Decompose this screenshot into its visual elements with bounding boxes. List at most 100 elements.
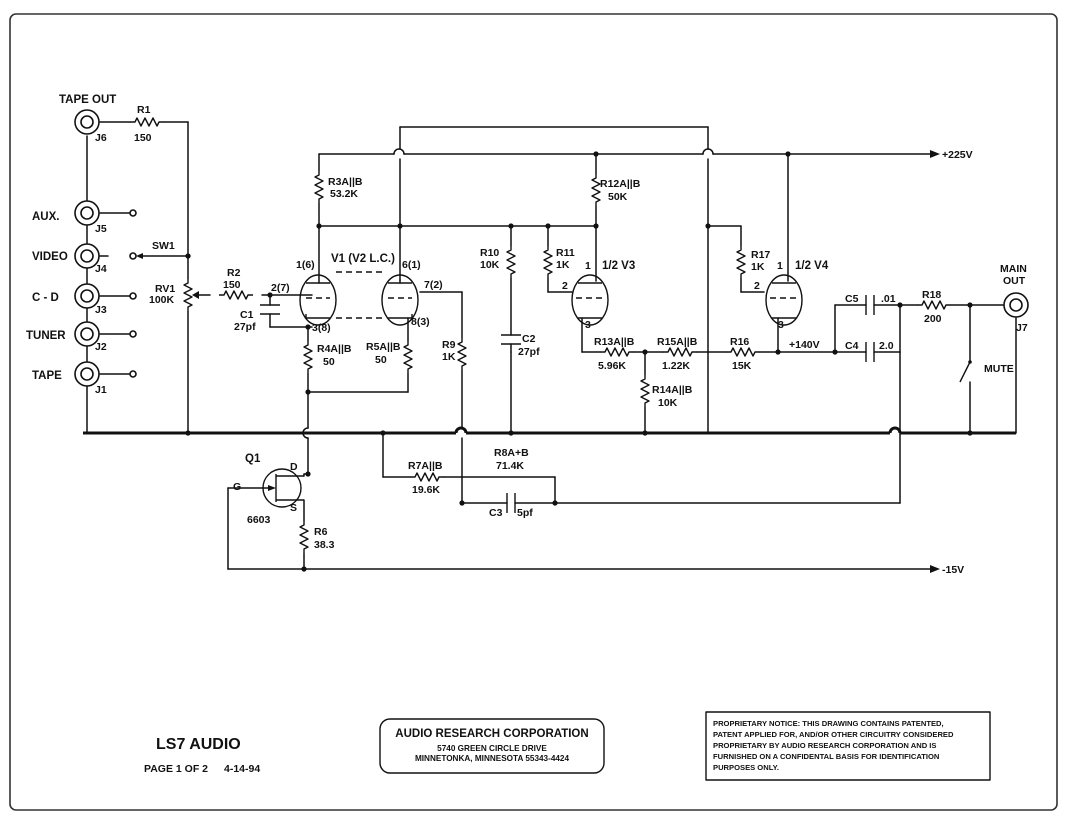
label-r2: R2 <box>227 267 241 279</box>
capacitor-c1 <box>260 304 280 315</box>
value-r16: 15K <box>732 360 752 372</box>
resistor-r6 <box>299 519 309 555</box>
label-q1-s: S <box>290 502 297 514</box>
value-r1: 150 <box>134 132 152 144</box>
resistor-r18 <box>916 300 952 310</box>
label-r12: R12A||B <box>600 178 641 190</box>
capacitor-c3 <box>506 493 516 513</box>
label-c5: C5 <box>845 293 859 305</box>
label-c3: C3 <box>489 507 503 519</box>
label-aux: AUX. <box>32 211 59 223</box>
company-address-2: MINNETONKA, MINNESOTA 55343-4424 <box>415 754 570 763</box>
junction-dots <box>185 151 973 572</box>
jack-j3 <box>74 283 100 309</box>
label-r4: R4A||B <box>317 343 352 355</box>
jack-j6 <box>74 109 100 135</box>
label-r13: R13A||B <box>594 336 635 348</box>
label-j7: J7 <box>1016 322 1028 334</box>
value-r7: 19.6K <box>412 484 440 496</box>
resistor-r9 <box>457 336 467 372</box>
resistor-r10 <box>506 244 516 280</box>
value-rv1: 100K <box>149 294 175 306</box>
drawing-border <box>9 13 1058 811</box>
resistor-r12 <box>591 172 601 208</box>
tube-v4 <box>765 274 803 326</box>
value-r9: 1K <box>442 351 456 363</box>
label-c2: C2 <box>522 333 536 345</box>
tube-v1a <box>299 274 337 326</box>
value-r12: 50K <box>608 191 628 203</box>
resistor-r16 <box>725 347 761 357</box>
label-j3: J3 <box>95 304 107 316</box>
label-j1: J1 <box>95 384 107 396</box>
label-mute: MUTE <box>984 363 1014 375</box>
value-r13: 5.96K <box>598 360 626 372</box>
label-j6: J6 <box>95 132 107 144</box>
pin-v3-plate: 1 <box>585 260 591 272</box>
jack-j7 <box>1003 292 1029 318</box>
label-c4: C4 <box>845 340 859 352</box>
value-r4: 50 <box>323 356 335 368</box>
label-v4: 1/2 V4 <box>795 260 829 272</box>
value-r5: 50 <box>375 354 387 366</box>
label-r1: R1 <box>137 104 151 116</box>
notice-line: PATENT APPLIED FOR, AND/OR OTHER CIRCUIT… <box>713 730 954 739</box>
value-r8: 71.4K <box>496 460 524 472</box>
value-r17: 1K <box>751 261 765 273</box>
label-r8: R8A+B <box>494 447 529 459</box>
label-neg15v: -15V <box>942 564 964 576</box>
resistor-r7 <box>409 472 445 482</box>
value-c2: 27pf <box>518 346 540 358</box>
notice-line: PURPOSES ONLY. <box>713 763 779 772</box>
label-r5: R5A||B <box>366 341 401 353</box>
resistor-r1 <box>129 117 165 127</box>
label-r7: R7A||B <box>408 460 443 472</box>
label-q1-d: D <box>290 461 298 473</box>
pin-v1-grid-b: 7(2) <box>424 279 443 291</box>
value-r18: 200 <box>924 313 942 325</box>
label-tuner: TUNER <box>26 330 66 342</box>
pin-v4-grid: 2 <box>754 280 760 292</box>
drawing-date: 4-14-94 <box>224 763 260 775</box>
pin-v3-grid: 2 <box>562 280 568 292</box>
notice-line: PROPRIETARY BY AUDIO RESEARCH CORPORATIO… <box>713 741 936 750</box>
label-j2: J2 <box>95 341 107 353</box>
label-q1: Q1 <box>245 453 261 465</box>
label-out: OUT <box>1003 275 1026 287</box>
page-number: PAGE 1 OF 2 <box>144 763 208 775</box>
label-v3: 1/2 V3 <box>602 260 635 272</box>
resistor-r13 <box>599 347 635 357</box>
company-name: AUDIO RESEARCH CORPORATION <box>395 728 588 740</box>
resistor-r3 <box>314 169 324 205</box>
value-r11: 1K <box>556 259 570 271</box>
drawing-title: LS7 AUDIO <box>156 736 241 753</box>
resistor-r15 <box>662 347 698 357</box>
notice-line: FURNISHED ON A CONFIDENTAL BASIS FOR IDE… <box>713 752 939 761</box>
value-r14: 10K <box>658 397 678 409</box>
label-r18: R18 <box>922 289 941 301</box>
potentiometer-rv1 <box>183 277 199 313</box>
label-r10: R10 <box>480 247 499 259</box>
value-r2: 150 <box>223 279 241 291</box>
pin-v1-cath-a: 3(8) <box>312 322 331 334</box>
value-r6: 38.3 <box>314 539 335 551</box>
label-r17: R17 <box>751 249 770 261</box>
label-225v: +225V <box>942 149 973 161</box>
label-r14: R14A||B <box>652 384 693 396</box>
jack-j2 <box>74 321 100 347</box>
label-tape: TAPE <box>32 370 62 382</box>
pin-v1-plate-b: 6(1) <box>402 259 421 271</box>
value-q1: 6603 <box>247 514 271 526</box>
jack-j4 <box>74 243 100 269</box>
jack-j5 <box>74 200 100 226</box>
resistor-r2 <box>218 290 254 300</box>
mute-switch <box>959 360 972 383</box>
selector-switch <box>129 209 143 378</box>
label-sw1: SW1 <box>152 240 175 252</box>
pin-v1-cath-b: 8(3) <box>411 316 430 328</box>
value-r15: 1.22K <box>662 360 690 372</box>
label-video: VIDEO <box>32 251 68 263</box>
capacitor-c4 <box>865 342 875 362</box>
label-j5: J5 <box>95 223 107 235</box>
